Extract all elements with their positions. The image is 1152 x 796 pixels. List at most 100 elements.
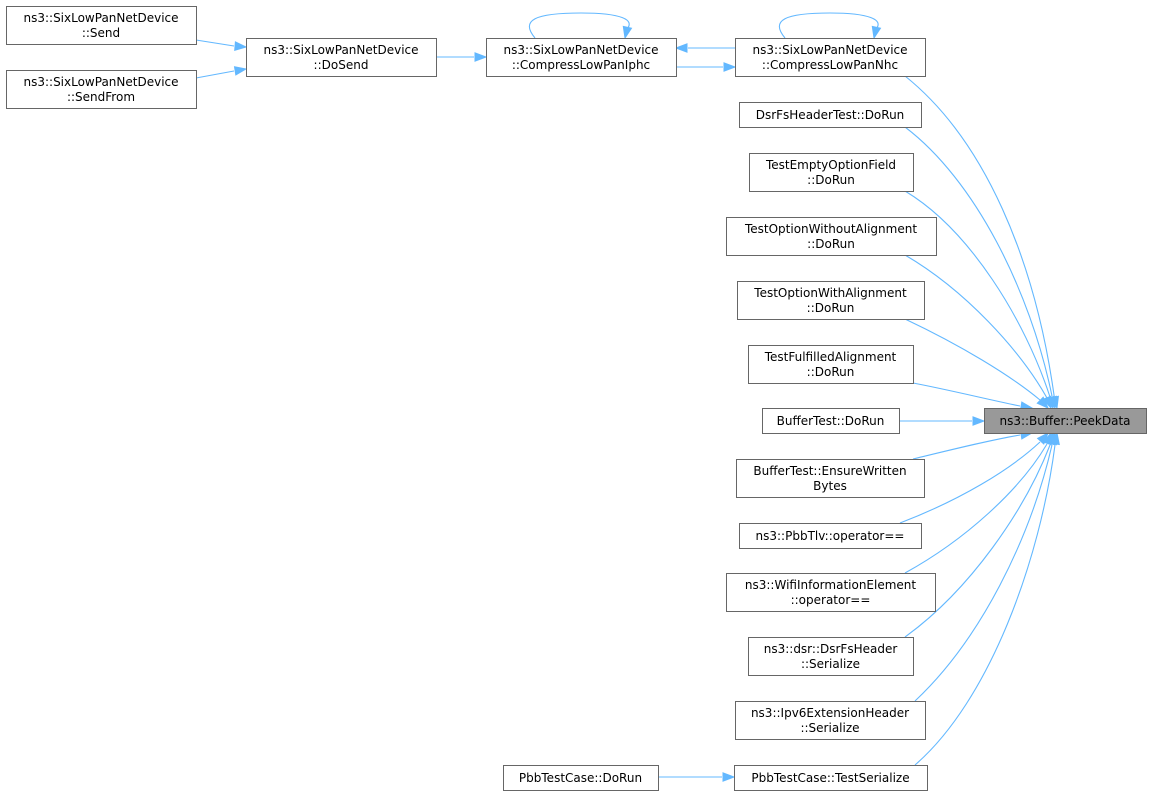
node-testoptionwithout[interactable]: TestOptionWithoutAlignment::DoRun [726, 217, 937, 256]
edge-compressiphc-to-compressnhc [676, 62, 737, 72]
node-ipv6ext[interactable]: ns3::Ipv6ExtensionHeader::Serialize [735, 701, 926, 740]
edge-arrowhead [674, 43, 688, 53]
node-dsrfsheader[interactable]: ns3::dsr::DsrFsHeader::Serialize [748, 637, 914, 676]
node-box[interactable] [736, 459, 925, 498]
node-testfulfilled[interactable]: TestFulfilledAlignment::DoRun [748, 345, 914, 384]
node-label-line: ns3::SixLowPanNetDevice [503, 43, 658, 57]
edge-compressnhc-to-compressnhc [779, 12, 882, 40]
node-box[interactable] [739, 523, 922, 549]
edge-line [779, 12, 879, 39]
edge-line [195, 70, 235, 79]
node-wifiinfo[interactable]: ns3::WifiInformationElement::operator== [726, 573, 936, 612]
node-box[interactable] [735, 38, 926, 77]
node-label-line: ::Serialize [801, 657, 860, 671]
node-testoptionwith[interactable]: TestOptionWithAlignment::DoRun [737, 281, 925, 320]
node-label-line: BufferTest::DoRun [777, 414, 885, 428]
node-box[interactable] [6, 6, 197, 45]
node-box[interactable] [726, 217, 937, 256]
node-label-line: ns3::PbbTlv::operator== [756, 529, 905, 543]
node-label-line: ::DoRun [807, 237, 855, 251]
edge-line [195, 39, 235, 47]
node-label-line: ::Send [82, 26, 120, 40]
edge-line [904, 443, 1048, 574]
node-compressiphc[interactable]: ns3::SixLowPanNetDevice::CompressLowPanI… [486, 38, 677, 77]
node-label-line: ::Serialize [800, 721, 859, 735]
edge-arrowhead [234, 41, 248, 51]
edge-line [904, 126, 1053, 397]
node-box[interactable] [737, 281, 925, 320]
node-label-line: TestOptionWithAlignment [753, 286, 907, 300]
node-label-line: ns3::SixLowPanNetDevice [23, 75, 178, 89]
node-peekdata[interactable]: ns3::Buffer::PeekData [984, 408, 1147, 434]
node-box[interactable] [726, 573, 936, 612]
edge-arrowhead [622, 25, 633, 40]
node-box[interactable] [735, 701, 926, 740]
nodes-layer: ns3::Buffer::PeekData ns3::SixLowPanNetDe… [6, 6, 1147, 791]
edge-line [904, 444, 1051, 638]
node-box[interactable] [739, 102, 922, 128]
edge-line [904, 190, 1051, 398]
edge-line [912, 434, 1021, 460]
edge-line [904, 75, 1055, 396]
node-pbbtestdorun[interactable]: PbbTestCase::DoRun [503, 765, 659, 791]
node-label-line: ns3::SixLowPanNetDevice [752, 43, 907, 57]
node-label-line: DsrFsHeaderTest::DoRun [756, 108, 905, 122]
node-box[interactable] [748, 345, 914, 384]
node-compressnhc[interactable]: ns3::SixLowPanNetDevice::CompressLowPanN… [735, 38, 926, 77]
edge-arrowhead [1042, 395, 1052, 410]
node-label-line: ns3::WifiInformationElement [745, 578, 917, 592]
edge-arrowhead [871, 25, 882, 40]
edge-arrowhead [1036, 396, 1049, 409]
edge-pbbtestserialize-to-peekdata [914, 431, 1060, 766]
edge-buffertestensure-to-peekdata [912, 430, 1034, 460]
edge-buffertestdorun-to-peekdata [899, 416, 986, 426]
node-label-line: ns3::SixLowPanNetDevice [23, 11, 178, 25]
node-label-line: ::CompressLowPanNhc [762, 58, 898, 72]
edge-arrowhead [723, 62, 737, 72]
node-label-line: ::DoRun [807, 173, 855, 187]
edge-arrowhead [972, 416, 986, 426]
edge-arrowhead [722, 772, 736, 782]
node-box[interactable] [6, 70, 197, 109]
edge-compressiphc-to-compressiphc [529, 12, 633, 40]
node-label-line: ::DoRun [807, 365, 855, 379]
node-label-line: BufferTest::EnsureWritten [753, 464, 906, 478]
node-box[interactable] [748, 637, 914, 676]
node-label-line: PbbTestCase::TestSerialize [751, 771, 909, 785]
node-dsrfsheadertest[interactable]: DsrFsHeaderTest::DoRun [739, 102, 922, 128]
node-box[interactable] [984, 408, 1147, 434]
node-box[interactable] [246, 38, 437, 77]
edge-testoptionwith-to-peekdata [904, 318, 1049, 409]
node-box[interactable] [503, 765, 659, 791]
node-label-line: ::SendFrom [67, 90, 135, 104]
edge-arrowhead [474, 52, 488, 62]
node-label-line: ns3::SixLowPanNetDevice [263, 43, 418, 57]
edges-layer [195, 12, 1060, 782]
node-box[interactable] [486, 38, 677, 77]
edge-pbbtestdorun-to-pbbtestserialize [658, 772, 736, 782]
node-buffertestdorun[interactable]: BufferTest::DoRun [762, 408, 900, 434]
node-sendfrom[interactable]: ns3::SixLowPanNetDevice::SendFrom [6, 70, 197, 109]
node-label-line: ns3::Ipv6ExtensionHeader [751, 706, 909, 720]
node-pbbtlv[interactable]: ns3::PbbTlv::operator== [739, 523, 922, 549]
edge-line [904, 254, 1048, 399]
edge-testoptionwithout-to-peekdata [904, 254, 1052, 410]
edge-line [914, 444, 1053, 702]
edge-line [904, 318, 1041, 401]
edge-line [899, 441, 1041, 524]
node-send[interactable]: ns3::SixLowPanNetDevice::Send [6, 6, 197, 45]
node-box[interactable] [749, 153, 914, 192]
edge-dosend-to-compressiphc [436, 52, 488, 62]
node-label-line: ::CompressLowPanIphc [512, 58, 650, 72]
node-pbbtestserialize[interactable]: PbbTestCase::TestSerialize [734, 765, 928, 791]
node-box[interactable] [762, 408, 900, 434]
edge-arrowhead [1050, 431, 1060, 446]
node-label-line: ::operator== [791, 593, 871, 607]
node-testemptyoption[interactable]: TestEmptyOptionField::DoRun [749, 153, 914, 192]
node-box[interactable] [734, 765, 928, 791]
edge-line [529, 12, 630, 39]
node-dosend[interactable]: ns3::SixLowPanNetDevice::DoSend [246, 38, 437, 77]
edge-send-to-dosend [195, 39, 248, 51]
